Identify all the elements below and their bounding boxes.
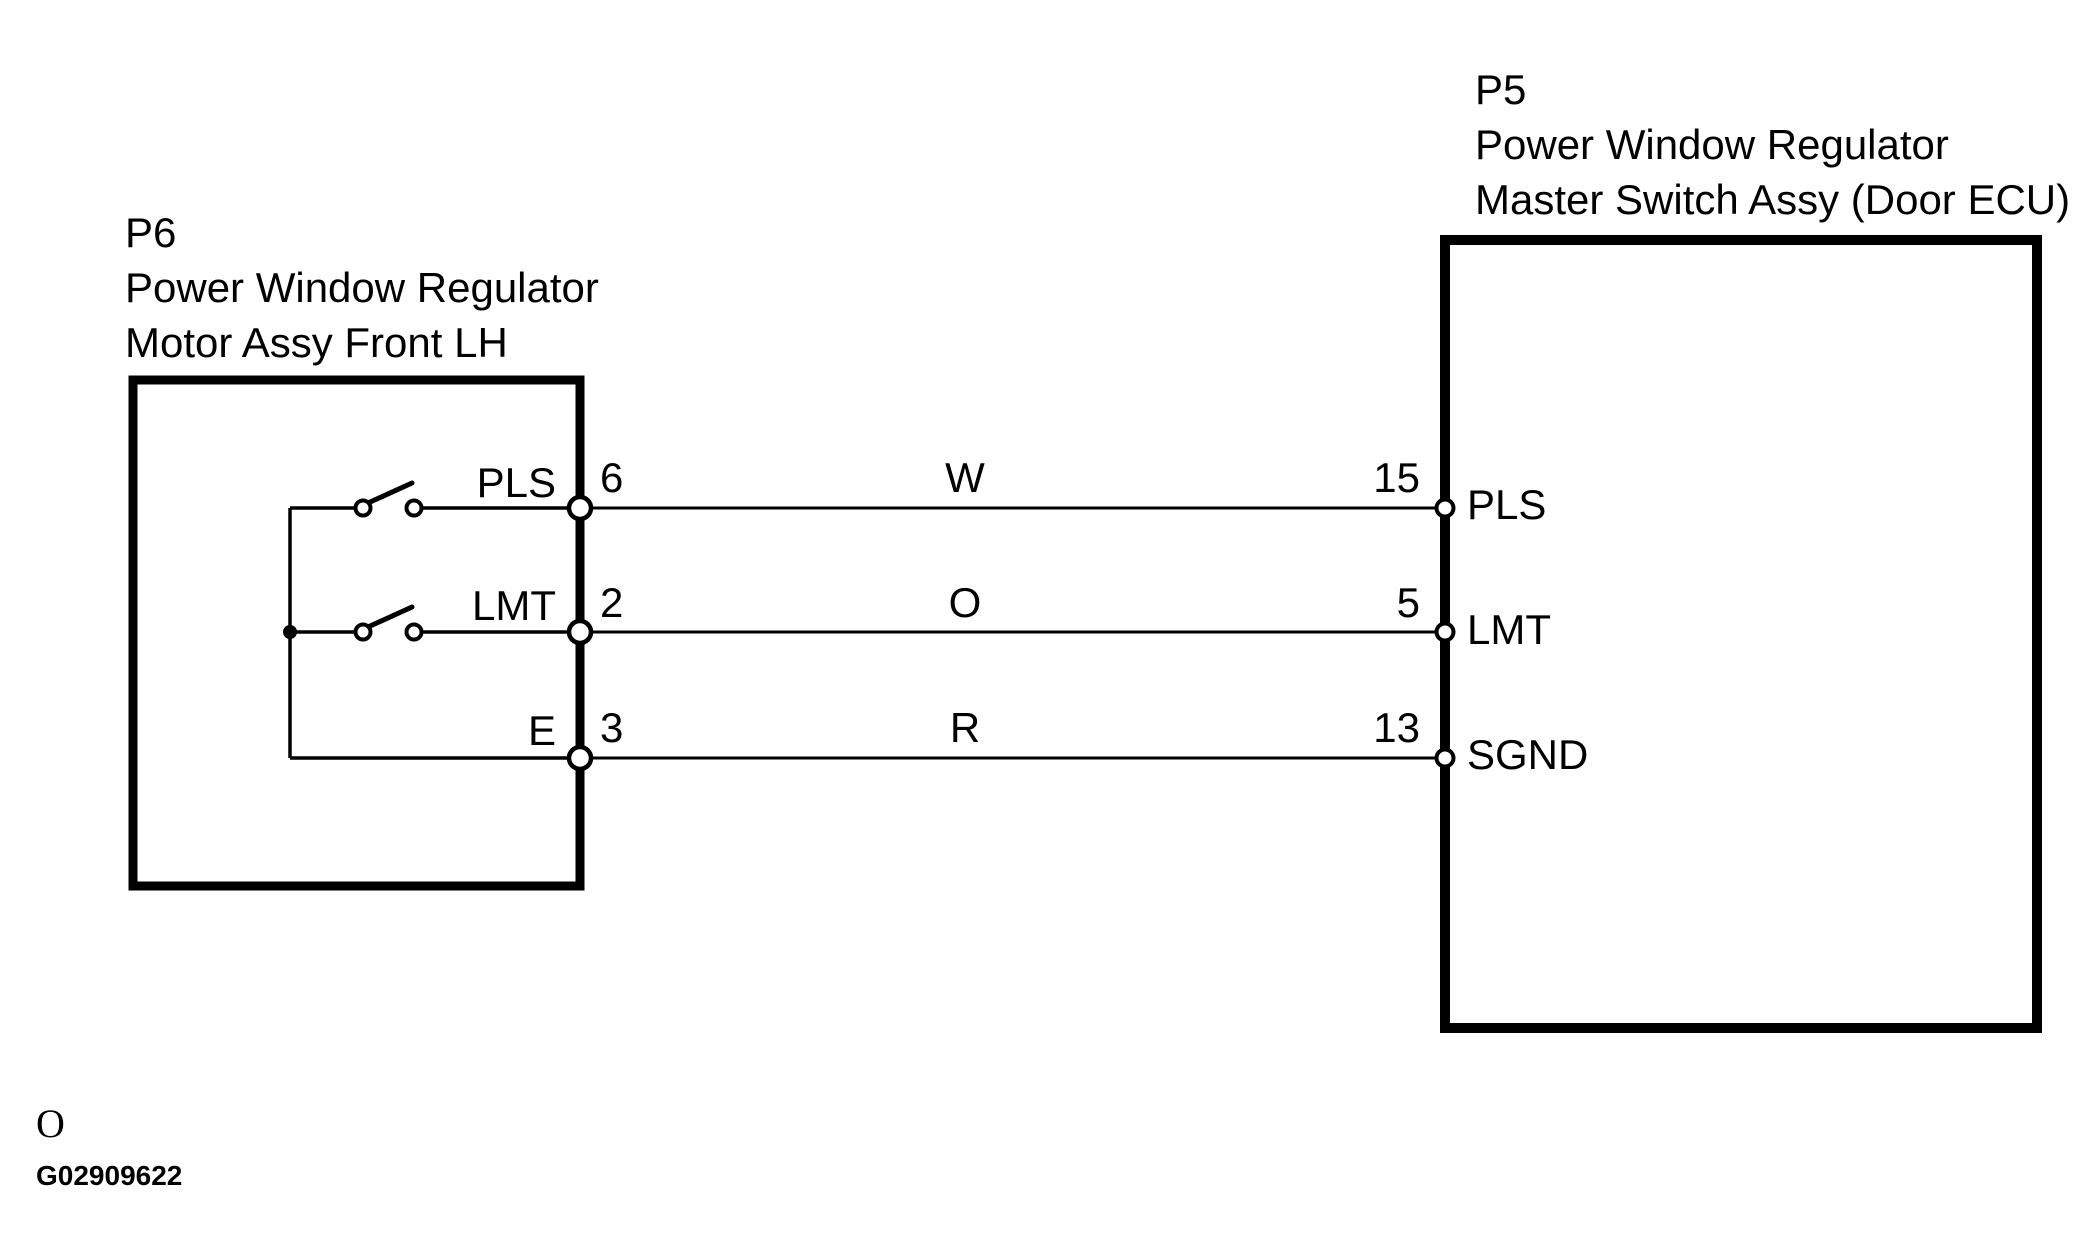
p6-pin-3-number: 3 bbox=[600, 704, 624, 751]
p6-pin-pls-label: PLS bbox=[476, 459, 556, 506]
grid-reference: O bbox=[36, 1101, 65, 1146]
lmt-switch-icon bbox=[353, 604, 424, 642]
right-connector-name-line2: Master Switch Assy (Door ECU) bbox=[1475, 176, 2071, 223]
terminal-node-p6-2 bbox=[566, 618, 594, 646]
p5-pin-5-number: 5 bbox=[1396, 579, 1420, 626]
p5-pin-lmt-label: LMT bbox=[1467, 606, 1551, 653]
p6-pin-lmt-label: LMT bbox=[472, 582, 556, 629]
pls-switch-icon bbox=[353, 480, 424, 518]
terminal-node-p5-13 bbox=[1434, 747, 1456, 769]
p6-pin-2-number: 2 bbox=[600, 579, 624, 626]
lmt-switch-lever bbox=[365, 604, 415, 630]
p6-pin-6-number: 6 bbox=[600, 454, 624, 501]
lmt-switch-contact-left bbox=[353, 622, 373, 642]
terminal-node-p6-3 bbox=[566, 744, 594, 772]
terminal-node-p5-15 bbox=[1434, 497, 1456, 519]
left-connector-id: P6 bbox=[125, 209, 177, 256]
wire-r-color-code: R bbox=[949, 704, 981, 751]
terminal-node-p6-6 bbox=[566, 494, 594, 522]
right-connector-header: P5 Power Window Regulator Master Switch … bbox=[1475, 62, 2070, 227]
left-connector-name-line2: Motor Assy Front LH bbox=[125, 319, 508, 366]
wire-w-color-code: W bbox=[945, 454, 985, 501]
wire-o-color-code: O bbox=[948, 579, 982, 626]
left-connector-name-line1: Power Window Regulator bbox=[125, 264, 599, 311]
p5-pin-pls-label: PLS bbox=[1467, 481, 1547, 528]
left-connector-header: P6 Power Window Regulator Motor Assy Fro… bbox=[125, 205, 599, 370]
p5-pin-sgnd-label: SGND bbox=[1467, 731, 1589, 778]
pls-switch-contact-right bbox=[404, 498, 424, 518]
p6-pin-e-label: E bbox=[527, 707, 556, 754]
p5-pin-13-number: 13 bbox=[1373, 704, 1420, 751]
terminal-node-p5-5 bbox=[1434, 621, 1456, 643]
figure-id: G02909622 bbox=[36, 1160, 183, 1191]
pls-switch-contact-left bbox=[353, 498, 373, 518]
p5-pin-15-number: 15 bbox=[1373, 454, 1420, 501]
right-connector-name-line1: Power Window Regulator bbox=[1475, 121, 1949, 168]
lmt-switch-contact-right bbox=[404, 622, 424, 642]
pls-switch-lever bbox=[365, 480, 415, 506]
junction-dot bbox=[283, 625, 297, 639]
right-connector-id: P5 bbox=[1475, 66, 1527, 113]
